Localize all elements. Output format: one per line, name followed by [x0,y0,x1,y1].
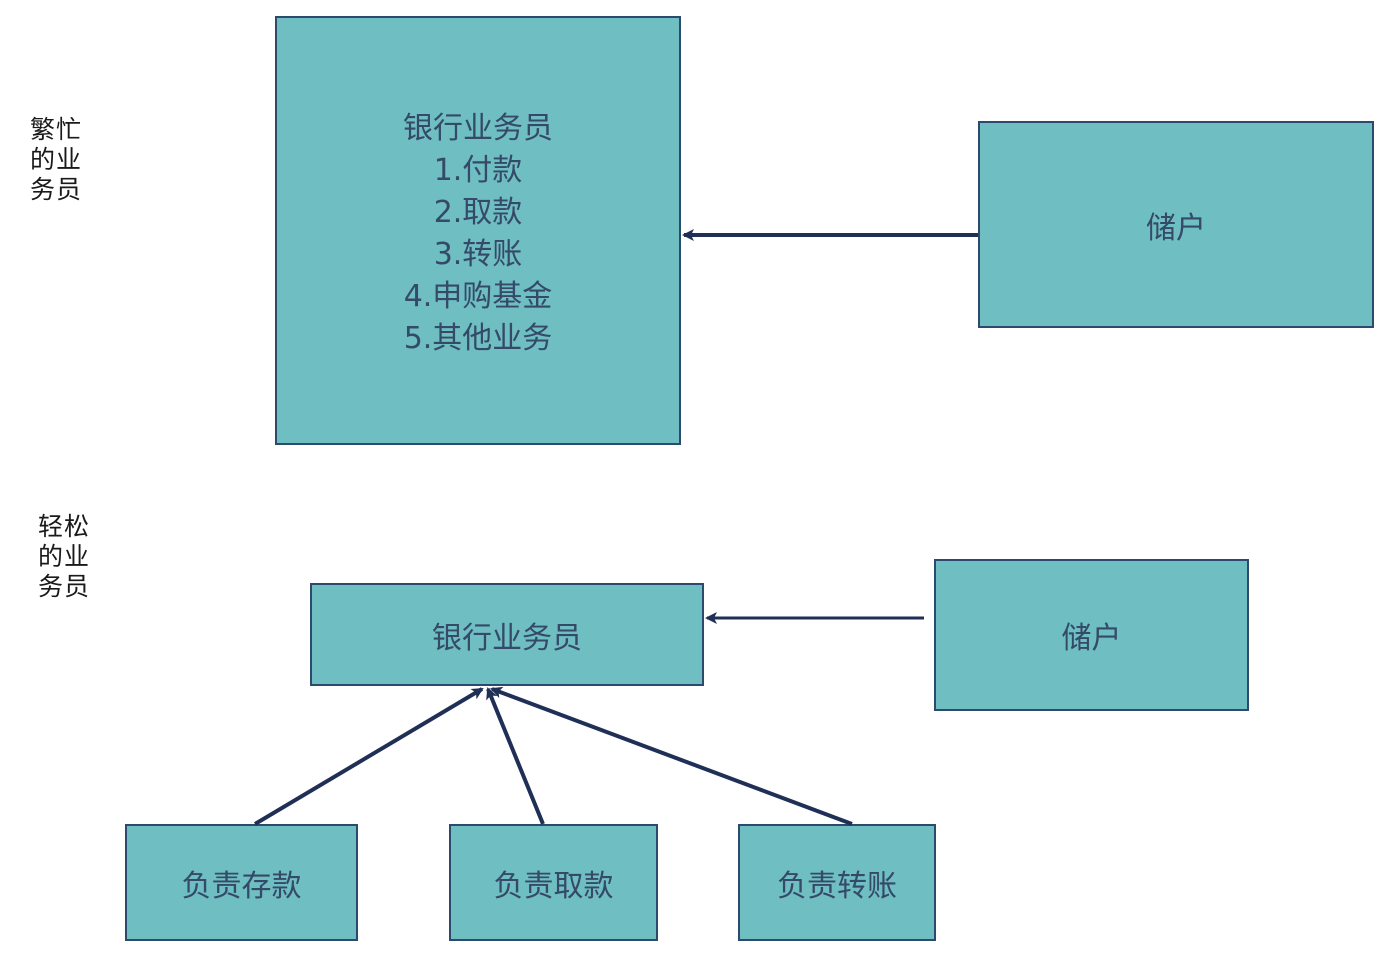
busy-clerk-item-1: 1.付款 [433,153,523,188]
arrow-withdraw-to-clerk [486,687,545,825]
relaxed-clerk-box: 银行业务员 [310,583,704,686]
withdraw-worker-label: 负责取款 [493,868,614,904]
top-customer-box: 储户 [978,121,1374,328]
deposit-worker-box: 负责存款 [125,824,358,941]
busy-clerk-item-5: 5.其他业务 [403,321,553,356]
relaxed-clerk-title: 银行业务员 [432,620,582,656]
busy-clerk-box: 银行业务员 1.付款 2.取款 3.转账 4.申购基金 5.其他业务 [275,16,681,445]
busy-clerk-title: 银行业务员 [403,111,553,146]
bottom-customer-label: 储户 [1061,621,1122,656]
arrow-deposit-to-clerk [253,687,484,826]
busy-clerk-item-2: 2.取款 [433,195,523,230]
busy-clerk-item-3: 3.转账 [433,237,523,272]
top-customer-label: 储户 [1146,210,1206,246]
deposit-worker-label: 负责存款 [181,868,302,904]
busy-clerk-item-4: 4.申购基金 [403,279,553,314]
withdraw-worker-box: 负责取款 [449,824,658,941]
transfer-worker-label: 负责转账 [777,868,897,904]
arrow-transfer-to-clerk [490,686,853,826]
relaxed-clerk-label: 轻松的业务员 [38,512,91,601]
busy-clerk-label: 繁忙的业务员 [30,115,83,204]
transfer-worker-box: 负责转账 [738,824,936,941]
bottom-customer-box: 储户 [934,559,1249,711]
